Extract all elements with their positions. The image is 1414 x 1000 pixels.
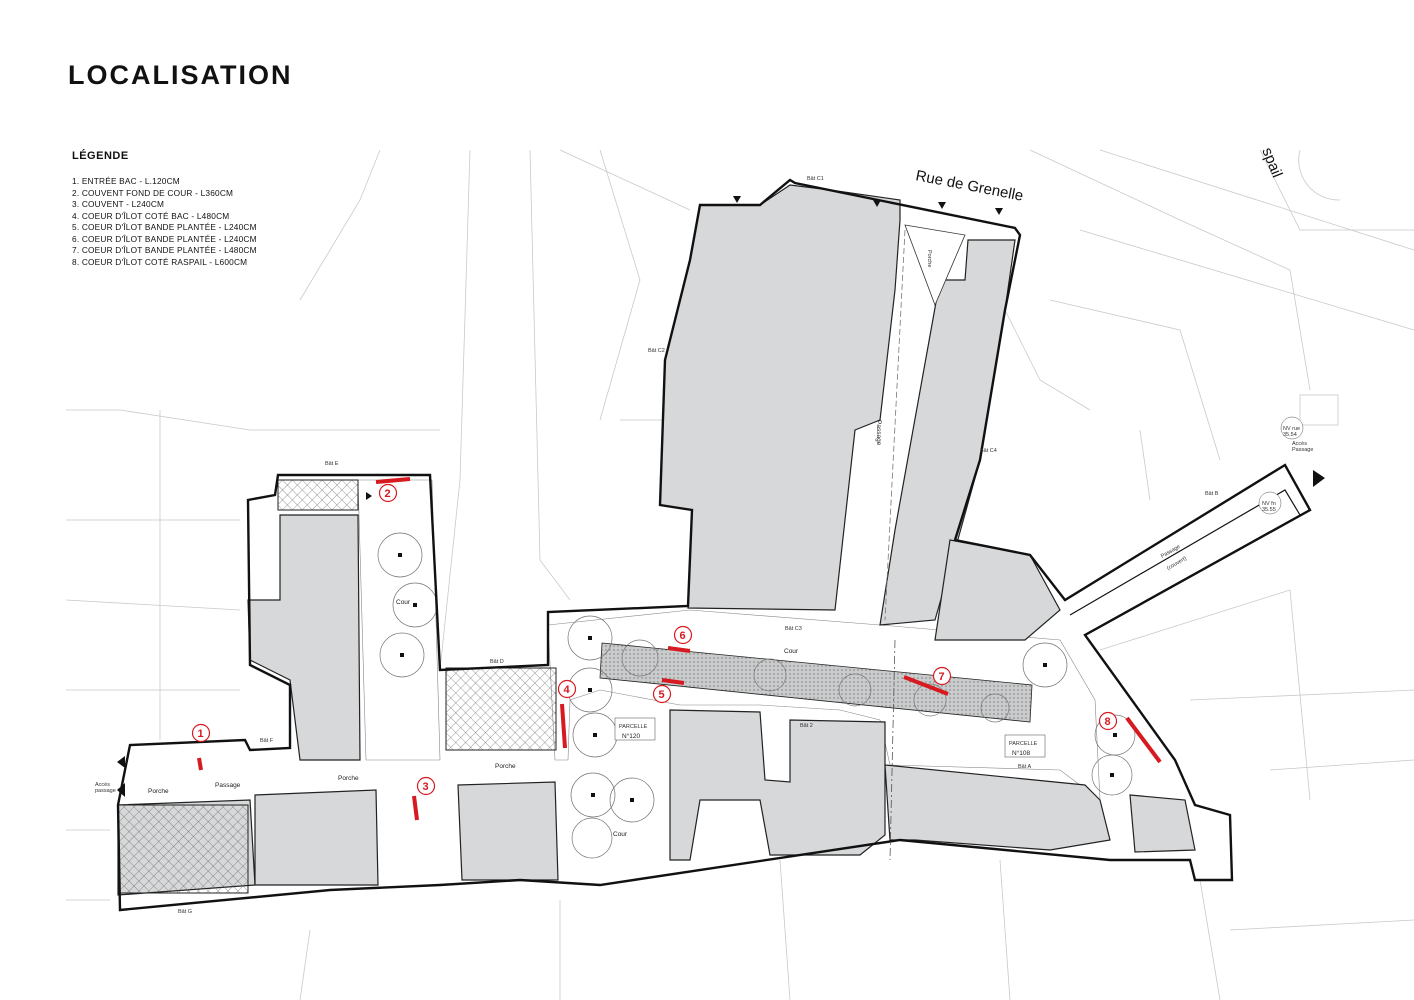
building-b-pavilion [934,539,1061,641]
label-bat-c1: Bât C1 [807,176,824,182]
marker-8-number: 8 [1105,716,1111,728]
building-bat2-a [669,709,886,861]
legend-item: 5. COEUR D'ÎLOT BANDE PLANTÉE - L240CM [72,222,257,232]
marker-2: 2 [378,483,398,503]
tree-points [398,553,1117,802]
bar-3 [412,795,419,821]
marker-1: 1 [191,723,211,743]
bar-4 [560,703,567,749]
building-locals [1129,794,1196,853]
porche-triangle [904,224,966,307]
trees [377,532,1136,859]
page-title: LOCALISATION [68,60,293,90]
marker-6-number: 6 [680,630,686,642]
label-bat-f: Bât F [260,738,274,744]
parcel-divider [889,639,896,861]
building-g-mid [254,789,379,886]
bar-6 [667,646,691,653]
label-cour-center: Cour [784,648,799,655]
marker-8: 8 [1098,711,1118,731]
marker-7-number: 7 [939,671,945,683]
marker-4: 4 [557,679,577,699]
label-porche-right: Porche [495,763,516,770]
parcel-120-number: N°120 [622,732,641,740]
label-bat-a: Bât A [1018,764,1031,770]
label-porche-top: Porche [926,250,932,267]
legend-item: 2. COUVENT FOND DE COUR - L360CM [72,187,234,198]
label-bat-d: Bât D [490,659,504,665]
label-bat-2: Bât 2 [800,723,813,729]
marker-2-number: 2 [385,488,391,500]
street-raspail: spail [1258,145,1285,180]
parcel-108: PARCELLE N°108 [1004,734,1046,758]
parcel-120: PARCELLE N°120 [614,717,656,741]
marker-5-number: 5 [659,689,665,701]
label-porche-mid: Porche [338,775,359,782]
parcel-108-label: PARCELLE [1009,741,1038,747]
label-bat-g: Bât G [178,909,192,915]
legend-item: 4. COEUR D'ÎLOT COTÉ BAC - L480CM [72,210,230,221]
parcel-108-number: N°108 [1012,749,1031,757]
building-e [247,514,361,761]
legend-item: 8. COEUR D'ÎLOT COTÉ RASPAIL - L600CM [72,256,248,267]
label-bat-e: Bât E [325,461,339,467]
bar-8 [1125,716,1162,764]
legend: LÉGENDE 1. ENTRÉE BAC - L.120CM 2. COUVE… [72,150,372,268]
label-bat-c4: Bât C4 [980,448,997,454]
bar-7 [903,675,949,696]
label-porche-left: Porche [148,788,169,795]
label-passage-left: Passage [215,782,241,789]
street-rue-de-grenelle: Rue de Grenelle [914,167,1024,205]
marker-7: 7 [932,666,952,686]
planted-strip [599,642,1033,723]
markers: 1 2 3 4 5 6 7 8 [191,483,1118,796]
legend-item: 7. COEUR D'ÎLOT BANDE PLANTÉE - L480CM [72,245,257,255]
legend-item: 1. ENTRÉE BAC - L.120CM [72,176,180,186]
bar-1 [197,757,203,771]
label-bat-c2: Bât C2 [648,348,665,354]
parcel-120-label: PARCELLE [619,724,648,730]
passage-axis [884,229,906,621]
bar-2 [375,477,411,484]
marker-1-number: 1 [198,728,204,740]
context-lines [65,149,1414,1000]
label-passage-vertical: Passage [875,420,882,446]
building-g-mid2 [457,781,559,881]
legend-item: 3. COUVENT - L240CM [72,199,165,209]
building-c1-c2 [659,184,901,611]
marker-5: 5 [652,684,672,704]
label-bat-c3: Bât C3 [785,626,802,632]
bar-5 [661,678,685,685]
marker-3: 3 [416,776,436,796]
label-cour-bottom: Cour [613,831,628,838]
access-arrows [117,196,1325,797]
label-bat-b: Bât B [1205,491,1219,497]
legend-list: 1. ENTRÉE BAC - L.120CM 2. COUVENT FOND … [72,176,372,268]
marker-6: 6 [673,625,693,645]
legend-title: LÉGENDE [72,150,129,162]
site-boundary [116,178,1312,912]
marker-3-number: 3 [423,781,429,793]
passage-b-edge [1069,489,1301,616]
label-cour-left: Cour [396,599,411,606]
label-passage-b-note: (couvert) [1166,556,1188,572]
buildings [117,184,1196,896]
legend-item: 6. COEUR D'ÎLOT BANDE PLANTÉE - L240CM [72,233,257,244]
marker-4-number: 4 [564,684,571,696]
intervention-bars [197,477,1162,821]
